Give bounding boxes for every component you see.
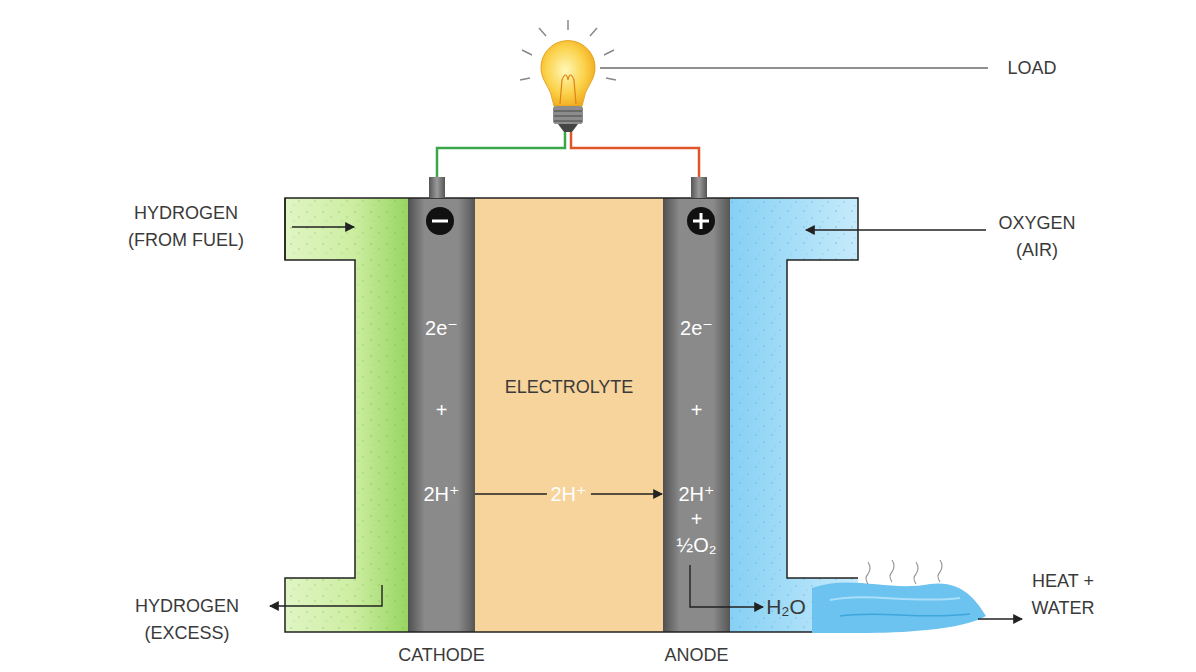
product-label: HEAT + WATER: [1032, 568, 1095, 622]
outflow-arrow: [978, 618, 1022, 619]
load-label: LOAD: [1007, 55, 1056, 82]
steam-wisp: [938, 560, 942, 582]
ion-label: 2H⁺: [546, 483, 590, 506]
electrolyte-fill: [475, 198, 663, 632]
inflow-arrow: [806, 229, 986, 230]
bulb-base: [553, 106, 583, 124]
electrolyte-layer: ELECTROLYTE: [475, 198, 663, 632]
hydrogen-channel: [285, 198, 408, 632]
bulb-glass: [541, 41, 595, 106]
reaction-term: 2H⁺: [423, 483, 459, 506]
light-ray: [567, 20, 569, 30]
anode-electrode: 2e⁻+2H⁺+½O₂ANODE: [663, 198, 730, 632]
reaction-term: +: [691, 399, 703, 422]
light-ray: [606, 78, 616, 80]
electrode-name: ANODE: [664, 645, 728, 666]
positive-symbol: [700, 213, 703, 229]
bulb-thread: [554, 110, 582, 112]
light-ray: [520, 78, 530, 80]
water-pool: [812, 582, 986, 633]
leader-line: [600, 67, 988, 68]
cathode-bar: [408, 198, 475, 632]
steam-wisp: [890, 560, 894, 582]
reaction-term: 2e⁻: [425, 317, 458, 340]
housing-outline: [285, 198, 858, 632]
water-highlight: [830, 597, 960, 600]
light-ray: [522, 50, 532, 55]
light-ray: [539, 28, 546, 36]
water-arrow: [690, 565, 763, 607]
reaction-term: ½O₂: [677, 534, 717, 557]
oxygen-texture: [730, 198, 858, 632]
reaction-term: 2e⁻: [680, 317, 713, 340]
anode-bar: [663, 198, 730, 632]
positive-symbol: [687, 207, 715, 235]
reaction-term: +: [691, 508, 703, 531]
cathode-terminal: [429, 177, 445, 198]
reaction-term: 2H⁺: [678, 483, 714, 506]
steam: [866, 560, 942, 584]
negative-symbol: [426, 207, 454, 235]
housing-outline: [285, 198, 858, 578]
inflow-arrow: [292, 226, 354, 227]
inflow-label: OXYGEN (AIR): [987, 210, 1087, 264]
cathode-electrode: 2e⁻+2H⁺CATHODE: [408, 198, 475, 632]
outflow-label: HYDROGEN (EXCESS): [117, 593, 257, 647]
hydrogen-texture: [285, 198, 408, 632]
light-ray: [604, 50, 614, 55]
light-ray: [590, 28, 597, 36]
inflow-label: HYDROGEN (FROM FUEL): [116, 200, 256, 254]
negative-wire: [437, 132, 565, 177]
oxygen-channel: [730, 198, 858, 632]
bulb-contact: [558, 124, 578, 132]
light-bulb: [541, 41, 595, 132]
reaction-term: +: [436, 399, 448, 422]
negative-symbol: [432, 220, 448, 223]
outflow-arrow: [270, 585, 382, 606]
steam-wisp: [866, 562, 870, 584]
reaction-term: ELECTROLYTE: [505, 377, 634, 398]
bulb-thread: [554, 120, 582, 122]
bulb-filament: [560, 75, 576, 104]
anode-terminal: [691, 177, 707, 198]
electrode-name: CATHODE: [398, 645, 485, 666]
product-label: H₂O: [766, 593, 806, 621]
light-rays: [520, 20, 616, 80]
bulb-thread: [554, 115, 582, 117]
steam-wisp: [914, 562, 918, 584]
positive-wire: [571, 132, 699, 177]
water-highlight: [840, 614, 970, 616]
